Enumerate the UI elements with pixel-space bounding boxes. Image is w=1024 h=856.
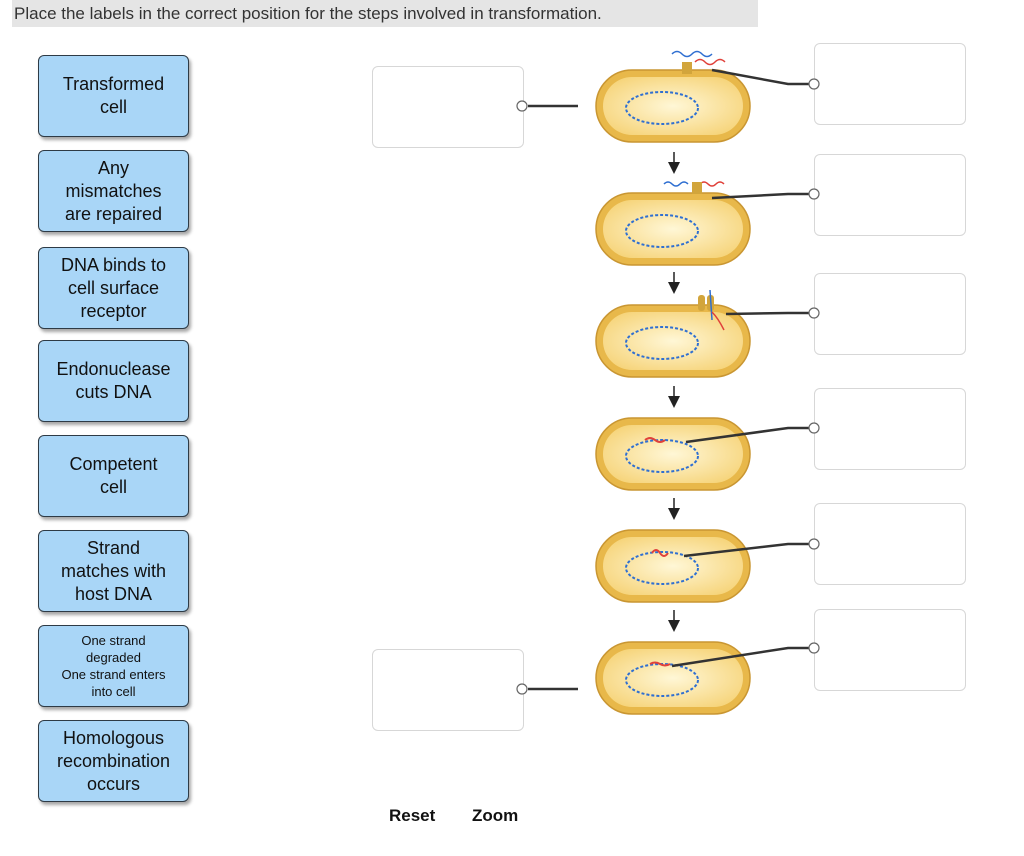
label-text: Homologous recombination occurs: [56, 727, 171, 794]
label-endonuclease-cuts[interactable]: Endonuclease cuts DNA: [38, 340, 189, 422]
label-dna-binds-receptor[interactable]: DNA binds to cell surface receptor: [38, 247, 189, 329]
label-transformed-cell[interactable]: Transformed cell: [38, 55, 189, 137]
instructions-text: Place the labels in the correct position…: [14, 4, 602, 23]
drop-target-right-5[interactable]: [814, 503, 966, 585]
cell-5: [595, 529, 751, 603]
label-text: Transformed cell: [62, 74, 165, 117]
receptor-cell-3: [698, 289, 725, 331]
leader-lines: [528, 68, 810, 691]
donor-dna-cell-2: [663, 181, 725, 194]
drop-target-right-4[interactable]: [814, 388, 966, 470]
label-text: One strand degraded One strand enters in…: [61, 633, 166, 699]
cell-4: [595, 417, 751, 491]
label-competent-cell[interactable]: Competent cell: [38, 435, 189, 517]
connector-dots: [516, 78, 820, 695]
label-text: Strand matches with host DNA: [60, 537, 167, 604]
label-strand-matches[interactable]: Strand matches with host DNA: [38, 530, 189, 612]
zoom-button[interactable]: Zoom: [472, 806, 519, 825]
drop-target-right-2[interactable]: [814, 154, 966, 236]
cell-6: [595, 641, 751, 715]
drop-target-left-1[interactable]: [372, 66, 524, 148]
label-text: Competent cell: [69, 454, 158, 497]
drop-target-right-6[interactable]: [814, 609, 966, 691]
drop-target-right-3[interactable]: [814, 273, 966, 355]
drop-target-left-2[interactable]: [372, 649, 524, 731]
label-one-strand-degraded[interactable]: One strand degraded One strand enters in…: [38, 625, 189, 707]
label-homologous-recombination[interactable]: Homologous recombination occurs: [38, 720, 189, 802]
label-text: Endonuclease cuts DNA: [56, 359, 171, 402]
instructions-bar: Place the labels in the correct position…: [12, 0, 758, 27]
cell-2: [595, 192, 751, 266]
label-text: DNA binds to cell surface receptor: [60, 254, 167, 321]
cell-3: [595, 304, 751, 378]
donor-dna-cell-1: [671, 50, 726, 74]
reset-button[interactable]: Reset: [389, 806, 436, 825]
cell-1: [595, 69, 751, 143]
label-mismatches-repaired[interactable]: Any mismatches are repaired: [38, 150, 189, 232]
label-text: Any mismatches are repaired: [64, 157, 163, 224]
